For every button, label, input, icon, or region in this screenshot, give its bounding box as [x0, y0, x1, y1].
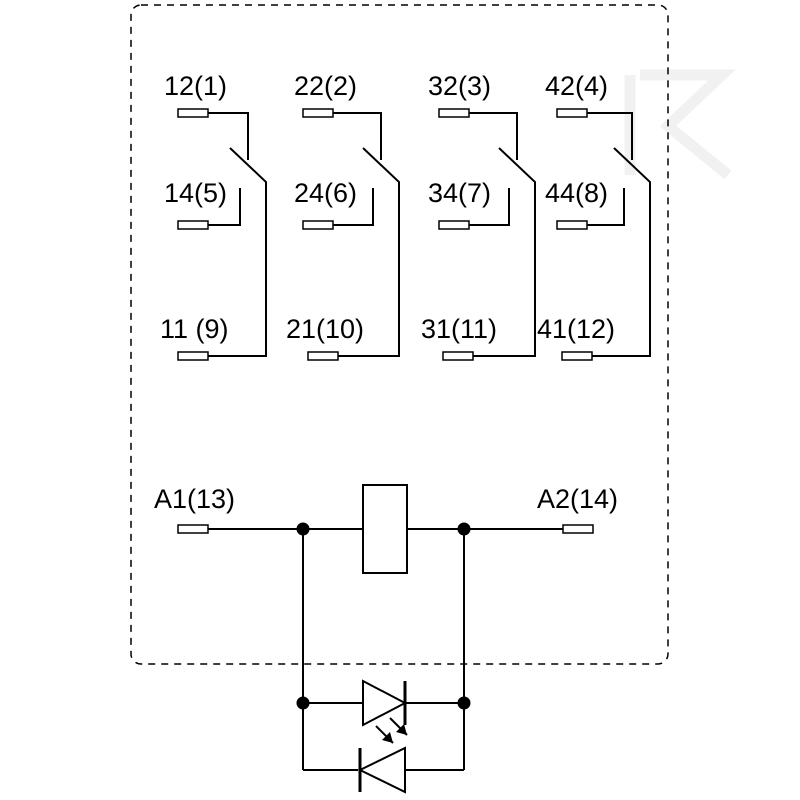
terminal-label-com-4: 41(12): [537, 314, 615, 344]
terminal-label-no-1: 14(5): [164, 178, 227, 208]
led-diode-icon: [362, 679, 408, 727]
contact-set-3: 32(3) 34(7) 31(11): [421, 71, 536, 361]
no-wire-4: [587, 188, 625, 226]
terminal-pin-com-1: [177, 351, 209, 361]
terminal-pin-nc-3: [438, 108, 470, 118]
led-indicator: [296, 679, 471, 744]
terminal-pin-no-4: [556, 220, 588, 230]
terminal-pin-nc-1: [177, 108, 209, 118]
diode-icon: [357, 746, 406, 794]
terminal-label-com-3: 31(11): [421, 314, 497, 344]
terminal-label-nc-2: 22(2): [294, 71, 357, 101]
nc-wire-4: [587, 112, 633, 160]
relay-housing-outline: [130, 4, 669, 665]
coil-label-a1: A1(13): [154, 484, 235, 514]
terminal-pin-a1: [177, 524, 209, 534]
terminal-pin-com-3: [442, 351, 474, 361]
terminal-pin-no-1: [177, 220, 209, 230]
nc-wire-1: [208, 112, 249, 160]
junction-dot: [296, 696, 310, 710]
no-wire-3: [469, 188, 510, 226]
contact-set-4: 42(4) 44(8) 41(12): [537, 71, 651, 361]
switch-arm-2: [338, 147, 400, 357]
no-wire-1: [208, 188, 241, 226]
terminal-label-com-2: 21(10): [286, 314, 364, 344]
terminal-pin-com-4: [561, 351, 593, 361]
terminal-pin-no-2: [302, 220, 334, 230]
terminal-pin-a2: [562, 524, 594, 534]
terminal-pin-nc-4: [556, 108, 588, 118]
junction-dot: [457, 522, 471, 536]
contact-set-1: 12(1) 14(5) 11 (9): [160, 71, 267, 361]
terminal-pin-nc-2: [302, 108, 334, 118]
switch-arm-1: [208, 147, 267, 357]
coil-circuit: A1(13) A2(14): [154, 484, 618, 770]
contact-set-2: 22(2) 24(6) 21(10): [286, 71, 400, 361]
terminal-label-no-3: 34(7): [428, 178, 491, 208]
terminal-label-com-1: 11 (9): [160, 314, 229, 344]
terminal-label-no-2: 24(6): [294, 178, 357, 208]
nc-wire-3: [469, 112, 518, 160]
terminal-label-no-4: 44(8): [545, 178, 608, 208]
terminal-label-nc-1: 12(1): [164, 71, 227, 101]
terminal-pin-no-3: [438, 220, 470, 230]
no-wire-2: [333, 188, 374, 226]
terminal-label-nc-3: 32(3): [428, 71, 491, 101]
switch-arm-4: [592, 147, 651, 357]
junction-dot: [296, 522, 310, 536]
terminal-label-nc-4: 42(4): [545, 71, 608, 101]
switch-arm-3: [473, 147, 536, 357]
k-logo-icon: [624, 69, 736, 180]
freewheel-diode: [303, 746, 464, 794]
terminal-pin-com-2: [307, 351, 339, 361]
relay-coil: [362, 484, 408, 574]
nc-wire-2: [333, 112, 382, 160]
junction-dot: [457, 696, 471, 710]
light-emission-arrows-icon: [375, 717, 408, 744]
coil-label-a2: A2(14): [537, 484, 618, 514]
